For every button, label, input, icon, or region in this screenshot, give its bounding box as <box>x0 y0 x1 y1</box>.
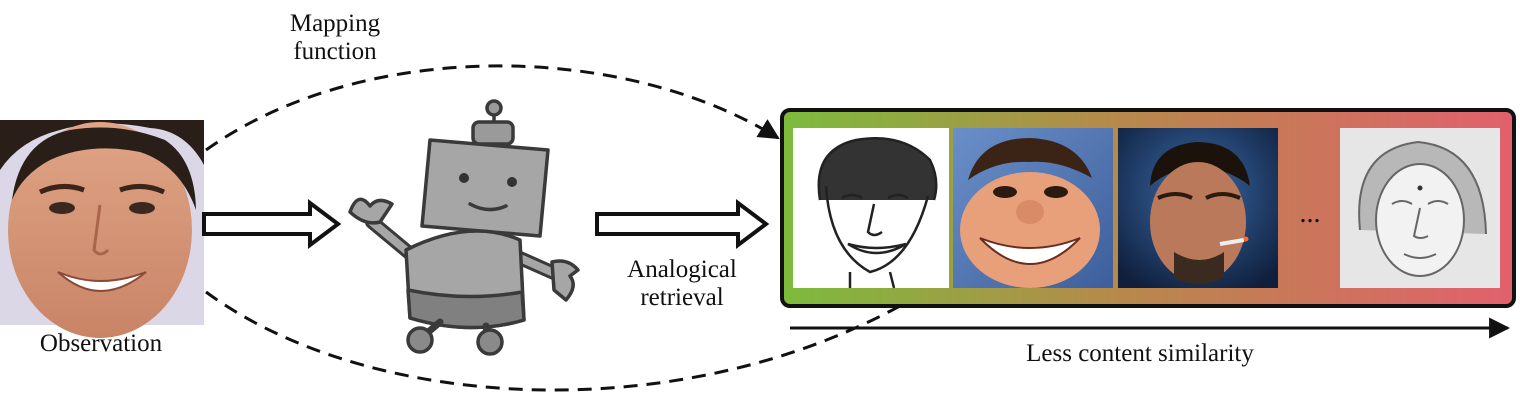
pencil-portrait-icon <box>1358 140 1487 277</box>
retrieved-image-2 <box>953 128 1113 288</box>
observation-photo <box>0 120 204 338</box>
mapping-function-lower-curve <box>205 276 948 392</box>
robot-to-retrieval-arrow <box>595 199 770 249</box>
exaggerated-caricature-icon <box>960 138 1100 288</box>
retrieved-image-3 <box>1118 128 1278 288</box>
analogical-retrieval-label: Analogical retrieval <box>627 256 737 311</box>
retrieved-image-4 <box>1340 128 1500 288</box>
pencil-sketch-caricature-icon <box>817 136 938 289</box>
mapping-function-upper-curve <box>205 64 780 152</box>
robot-icon <box>348 99 580 356</box>
ellipsis-label: ... <box>1299 198 1321 229</box>
painted-portrait-icon <box>1150 142 1250 284</box>
observation-label: Observation <box>39 330 163 357</box>
mapping-function-label: Mapping function <box>289 10 381 65</box>
retrieved-image-1 <box>793 128 949 289</box>
similarity-axis-label: Less content similarity <box>1026 340 1254 367</box>
observation-to-robot-arrow <box>202 199 342 249</box>
